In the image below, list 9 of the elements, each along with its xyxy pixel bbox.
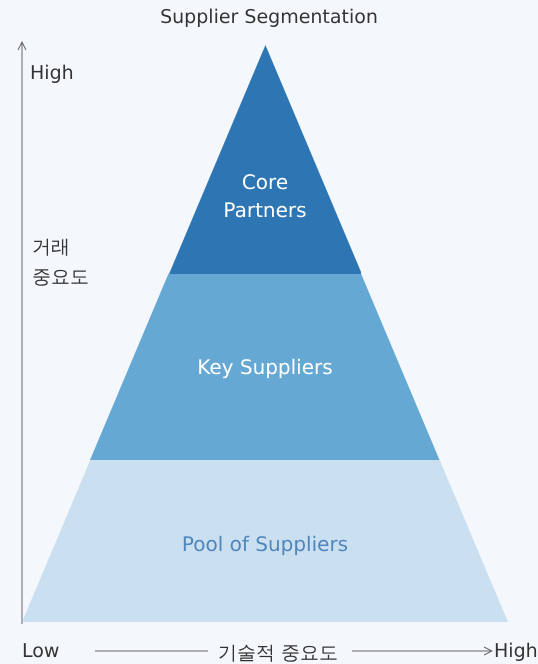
chart-title: Supplier Segmentation: [159, 6, 379, 28]
tier-label: Key Suppliers: [196, 354, 334, 381]
axis-end-label: High: [30, 62, 74, 84]
axis-end-label: Low: [22, 640, 60, 662]
axis-title: 기술적 중요도: [218, 641, 338, 664]
tier-label: Pool of Suppliers: [180, 531, 350, 558]
axis-title: 거래 중요도: [32, 235, 90, 290]
axis-end-label: High: [494, 640, 538, 662]
tier-label: Core Partners: [222, 169, 308, 224]
